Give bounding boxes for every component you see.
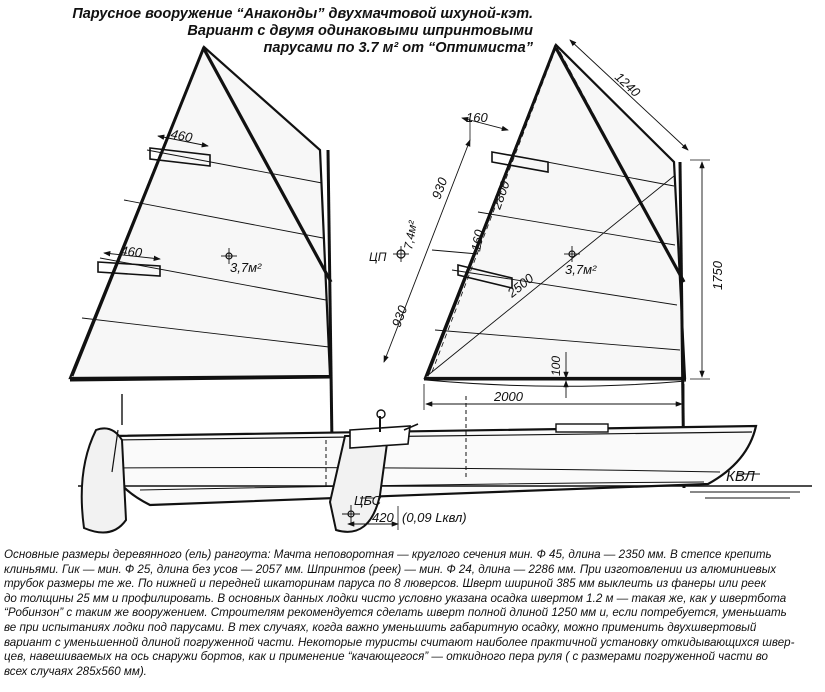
dim-100-label: 100 bbox=[549, 356, 563, 376]
dim-460-bottom-label: 460 bbox=[120, 243, 144, 260]
left-sail-area-label: 3,7м² bbox=[230, 260, 262, 275]
caption-line: “Робинзон” с таким же вооружением. Строи… bbox=[4, 606, 787, 620]
dim-2000-label: 2000 bbox=[493, 389, 524, 404]
left-sail-outline bbox=[68, 45, 332, 380]
caption-line: до толщины 25 мм и профилировать. В осно… bbox=[4, 591, 787, 605]
right-sail-area-label: 3,7м² bbox=[565, 262, 597, 277]
dim-460-top-label: 460 bbox=[169, 126, 194, 145]
title-line-3: парусами по 3.7 м² от “Оптимиста” bbox=[263, 40, 534, 56]
left-sprit bbox=[202, 48, 333, 283]
title-line-1: Парусное вооружение “Анаконды” двухмачто… bbox=[72, 6, 533, 22]
keel-line bbox=[139, 481, 705, 491]
right-batten-top bbox=[491, 151, 549, 173]
left-seam-2 bbox=[123, 199, 324, 239]
right-seam-2 bbox=[477, 211, 676, 246]
hull bbox=[78, 394, 812, 534]
schooner-drawing: 3,7м² 460 460 bbox=[68, 39, 812, 534]
tiller bbox=[111, 429, 119, 473]
left-mast bbox=[326, 149, 334, 446]
caption: Основные размеры деревянного (ель) ранго… bbox=[4, 548, 822, 679]
lwl-ratio-label: (0,09 Lквл) bbox=[402, 510, 467, 525]
left-sail-leech-shade bbox=[70, 46, 206, 377]
left-batten-top bbox=[149, 147, 211, 167]
caption-line: цев, навешиваемых на ось снаружи бортов,… bbox=[4, 650, 768, 664]
right-seam-4 bbox=[434, 329, 681, 351]
left-sail bbox=[68, 45, 334, 446]
title-line-2: Вариант с двумя одинаковыми шпринтовыми bbox=[187, 23, 533, 39]
dim-930-upper-label: 930 bbox=[429, 175, 451, 201]
dim-930-lower-label: 930 bbox=[389, 303, 411, 329]
caption-line: ве при испытаниях лодки под парусами. В … bbox=[4, 620, 757, 634]
hatch bbox=[555, 423, 609, 433]
dim-160-mid-label: 160 bbox=[468, 228, 487, 253]
right-seam-3 bbox=[451, 269, 678, 306]
right-boom-curve bbox=[425, 379, 687, 387]
dim-1750-label: 1750 bbox=[710, 260, 725, 290]
chine-line bbox=[115, 467, 721, 473]
sheer-line bbox=[113, 431, 753, 441]
drawing-title: Парусное вооружение “Анаконды” двухмачто… bbox=[13, 6, 533, 57]
caption-line: Основные размеры деревянного (ель) ранго… bbox=[4, 548, 772, 561]
caption-line: трубок размеры те же. По нижней и передн… bbox=[4, 577, 767, 591]
cbs-label: ЦБС bbox=[354, 493, 382, 508]
caption-line: клиньями. Гик — мин. Ф 25, длина без усо… bbox=[4, 562, 777, 576]
dim-1240-line bbox=[569, 39, 689, 151]
left-boom bbox=[69, 375, 333, 382]
caption-line: вариант с уменьшенной длиной погруженной… bbox=[4, 635, 795, 649]
hull-outline bbox=[110, 424, 758, 507]
dim-160-top-label: 160 bbox=[466, 110, 488, 125]
centerboard-trunk bbox=[349, 425, 411, 449]
kvl-label: КВЛ bbox=[726, 468, 756, 485]
left-seam-4 bbox=[81, 317, 330, 348]
left-seam-1 bbox=[146, 149, 323, 184]
cp-label: ЦП bbox=[369, 250, 387, 264]
right-sail bbox=[383, 39, 710, 489]
dim-420-label: 420 bbox=[372, 510, 394, 525]
dim-1240-label: 1240 bbox=[612, 69, 644, 100]
rudder bbox=[80, 427, 128, 534]
caption-line: всех случаях 285x560 мм). bbox=[4, 664, 147, 678]
total-area-label: 7,4м² bbox=[401, 219, 420, 251]
left-batten-bottom bbox=[97, 261, 161, 277]
